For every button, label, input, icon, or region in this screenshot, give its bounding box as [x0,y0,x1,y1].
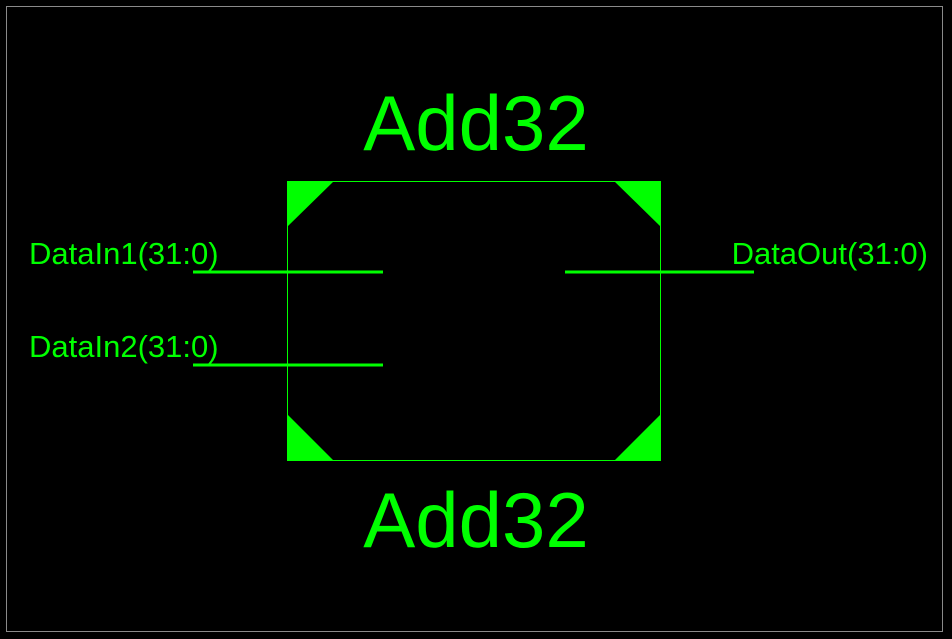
block-name-bottom: Add32 [363,476,589,564]
pin-label-dataout: DataOut(31:0) [731,236,928,271]
block-body[interactable] [287,181,661,461]
pin-label-datain2: DataIn2(31:0) [29,329,219,364]
corner-marker-bottom-left [287,414,334,461]
corner-marker-bottom-right [614,414,661,461]
canvas-frame [6,6,943,632]
pin-label-datain1: DataIn1(31:0) [29,236,219,271]
corner-marker-top-left [287,181,334,227]
block-name-top: Add32 [363,79,589,167]
corner-marker-top-right [614,181,661,227]
